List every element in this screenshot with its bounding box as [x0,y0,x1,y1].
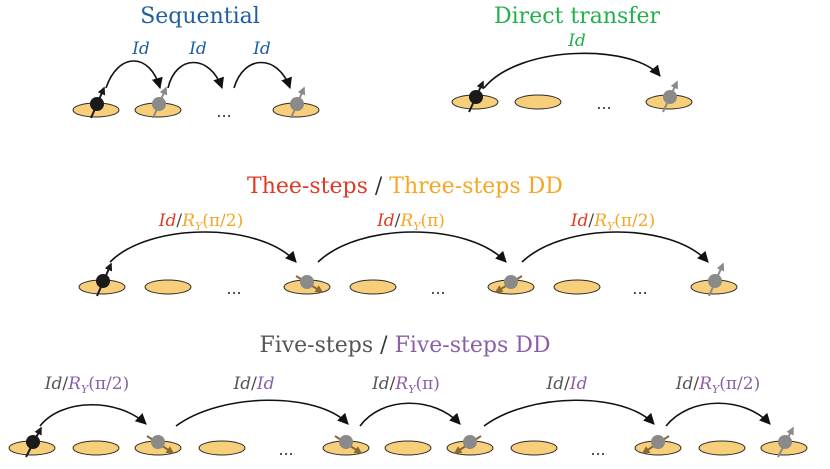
three-steps-label-2: Id/RY(π) [376,211,445,233]
spin-dark [90,86,106,119]
three-steps-title-a: Thee-steps [247,174,368,199]
spin-rotated [295,275,324,293]
ellipsis: ... [596,94,611,113]
five-steps-label-2: Id/Id [233,374,275,394]
ellipsis: ... [226,279,241,298]
ellipsis: ... [278,440,293,459]
spin-gray [290,86,306,119]
site-ellipse [144,279,192,295]
transfer-arrow [317,231,507,263]
site-ellipse [198,440,246,456]
site-ellipse [384,440,432,456]
direct-title: Direct transfer [494,4,660,29]
site-ellipse [553,279,601,295]
sequential-label-3: Id [252,39,271,59]
transfer-arrow [109,231,297,263]
spin-rotated [146,435,175,454]
spin-gray [152,86,168,119]
spin-gray [662,80,678,113]
site-ellipse [514,94,562,110]
five-steps-label-4: Id/Id [546,374,588,394]
title-separator: / [368,174,389,199]
site-ellipse [72,440,120,456]
transfer-arrow [233,61,292,90]
transfer-arrow [483,399,655,427]
spin-gray [777,426,794,458]
three-steps-label-1: Id/RY(π/2) [158,211,243,233]
ellipsis: ... [590,440,605,459]
transfer-arrow [483,52,661,89]
site-ellipse [349,279,397,295]
sequential-label-1: Id [131,39,150,59]
three-steps-title: Thee-steps / Three-steps DD [247,174,563,199]
three-steps-title-b: Three-steps DD [389,174,563,199]
sequential-label-2: Id [188,39,207,59]
five-steps-label-3: Id/RY(π) [371,374,440,396]
direct-label: Id [567,31,586,51]
spin-flipped [494,275,523,293]
transfer-arrow [359,402,461,427]
spin-dark [96,262,113,297]
five-steps-label-5: Id/RY(π/2) [675,374,760,396]
sequential-title: Sequential [140,4,260,29]
five-steps-panel: Five-steps / Five-steps DD Id/RY(π/2) Id… [8,333,808,459]
five-steps-title: Five-steps / Five-steps DD [259,333,550,358]
spin-rotated [334,435,363,454]
transfer-arrow [39,403,147,427]
spin-flipped [453,435,482,454]
ellipsis: ... [430,279,445,298]
site-ellipse [510,440,558,456]
direct-panel: Direct transfer Id ... [451,4,693,113]
three-steps-label-3: Id/RY(π/2) [570,211,655,233]
transfer-arrow [665,402,771,427]
ellipsis: ... [216,102,231,121]
spin-flipped [641,435,670,454]
five-steps-label-1: Id/RY(π/2) [44,374,129,396]
five-steps-title-a: Five-steps [259,333,373,358]
five-steps-title-b: Five-steps DD [395,333,551,358]
transfer-arrow [521,231,709,263]
sequential-panel: Sequential Id Id Id ... [72,4,320,121]
ellipsis: ... [632,279,647,298]
transfer-arrow [175,399,349,427]
site-ellipse [698,440,746,456]
three-steps-panel: Thee-steps / Three-steps DD Id/RY(π/2) I… [78,174,738,298]
transfer-arrow [167,61,224,90]
spin-gray [708,262,725,297]
title-separator: / [373,333,394,358]
spin-dark [25,426,42,458]
spin-dark [468,80,484,113]
transfer-arrow [105,60,163,90]
